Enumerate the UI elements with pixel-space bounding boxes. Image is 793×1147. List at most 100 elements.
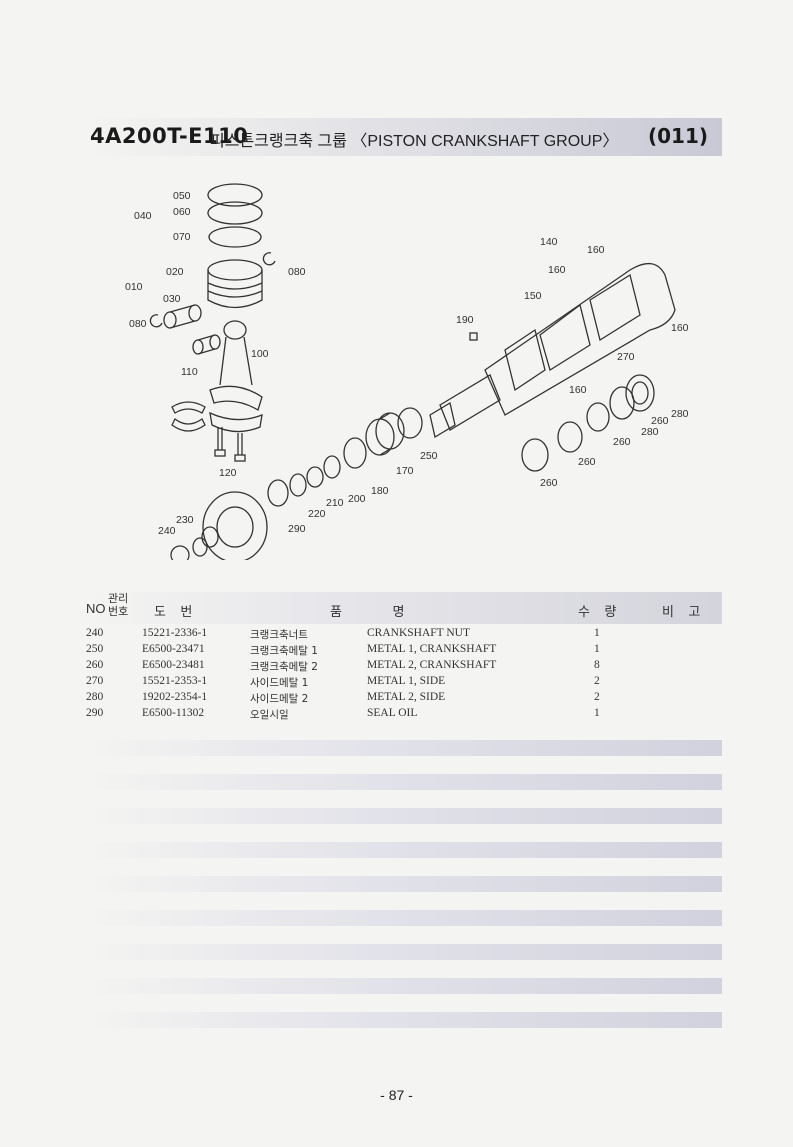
row-part-no: E6500-23471: [142, 643, 205, 655]
collar-200: [323, 455, 341, 479]
row-part-no: E6500-23481: [142, 659, 205, 671]
table-row: 250 E6500-23471 크랭크축메탈 1 METAL 1, CRANKS…: [84, 642, 722, 658]
row-no: 290: [86, 707, 104, 719]
callout: 160: [548, 264, 566, 276]
callout: 260: [540, 477, 558, 489]
table-row: 290 E6500-11302 오일시일 SEAL OIL 1: [84, 706, 722, 722]
callout: 290: [288, 523, 306, 535]
callout: 040: [134, 210, 152, 222]
row-qty: 1: [594, 707, 600, 719]
callout: 260: [578, 456, 596, 468]
callout: 230: [176, 514, 194, 526]
callout: 280: [671, 408, 689, 420]
row-no: 250: [86, 643, 104, 655]
callout: 240: [158, 525, 176, 537]
callout: 210: [326, 497, 344, 509]
callout: 030: [163, 293, 181, 305]
empty-row-stripe: [84, 978, 722, 994]
piston-ring-070: [208, 226, 262, 248]
piston-020: [207, 259, 263, 309]
callout: 160: [587, 244, 605, 256]
empty-row-stripe: [84, 740, 722, 756]
row-name-kr: 크랭크축메탈 2: [250, 661, 318, 673]
callout: 080: [129, 318, 147, 330]
callout: 110: [181, 366, 198, 378]
row-name-en: METAL 2, SIDE: [367, 691, 446, 703]
callout: 070: [173, 231, 191, 243]
row-part-no: 15221-2336-1: [142, 627, 208, 639]
row-no: 240: [86, 627, 104, 639]
parts-table-body: 240 15221-2336-1 크랭크축너트 CRANKSHAFT NUT 1…: [84, 626, 722, 722]
empty-row-stripe: [84, 1012, 722, 1028]
row-name-en: METAL 1, SIDE: [367, 675, 446, 687]
row-name-kr: 크랭크축너트: [250, 629, 308, 641]
row-part-no: E6500-11302: [142, 707, 205, 719]
callout: 020: [166, 266, 184, 278]
row-name-en: METAL 1, CRANKSHAFT: [367, 643, 497, 655]
connecting-rod-100: [209, 320, 263, 411]
page-number: - 87 -: [380, 1087, 413, 1103]
header-qty: 수 량: [578, 604, 617, 619]
side-metal-270-a: [625, 374, 655, 412]
callout: 190: [456, 314, 474, 326]
group-title: 피스톤크랭크축 그룹 〈PISTON CRANKSHAFT GROUP〉: [210, 133, 619, 150]
row-name-kr: 사이드메탈 2: [250, 693, 309, 705]
nut-240: [170, 545, 190, 560]
callout: 120: [219, 467, 237, 479]
rod-bearing-upper: [171, 401, 206, 414]
row-name-kr: 오일시일: [250, 709, 289, 721]
callout: 160: [569, 384, 587, 396]
header-mgmt-line-2: 번호: [108, 606, 129, 618]
main-bearing-260-b: [557, 421, 583, 453]
row-part-no: 15521-2353-1: [142, 675, 208, 687]
rod-bolt-120: [214, 427, 246, 462]
title-bar: 4A200T-E110 피스톤크랭크축 그룹 〈PISTON CRANKSHAF…: [84, 118, 722, 156]
main-bearing-260-c: [521, 438, 549, 472]
table-row: 270 15521-2353-1 사이드메탈 1 METAL 1, SIDE 2: [84, 674, 722, 690]
empty-row-stripe: [84, 774, 722, 790]
bushing-110: [192, 334, 221, 355]
piston-ring-050: [207, 183, 263, 207]
callout: 200: [348, 493, 366, 505]
model-code: 4A200T-E110: [90, 124, 249, 148]
row-part-no: 19202-2354-1: [142, 691, 208, 703]
row-qty: 1: [594, 627, 600, 639]
row-name-kr: 사이드메탈 1: [250, 677, 309, 689]
callout: 100: [251, 348, 269, 360]
empty-row-stripe: [84, 944, 722, 960]
callout: 180: [371, 485, 389, 497]
callout: 050: [173, 190, 191, 202]
callout: 280: [641, 426, 659, 438]
row-no: 260: [86, 659, 104, 671]
callout: 220: [308, 508, 326, 520]
callout: 250: [420, 450, 438, 462]
row-name-en: METAL 2, CRANKSHAFT: [367, 659, 497, 671]
header-name: 품 명: [330, 604, 405, 619]
callout: 260: [613, 436, 631, 448]
callout: 140: [540, 236, 558, 248]
callout: 270: [617, 351, 635, 363]
row-name-kr: 크랭크축메탈 1: [250, 645, 318, 657]
callout: 010: [125, 281, 143, 293]
row-no: 280: [86, 691, 104, 703]
group-code: (011): [647, 124, 708, 148]
empty-row-stripe: [84, 808, 722, 824]
header-no: NO: [86, 601, 106, 616]
row-qty: 1: [594, 643, 600, 655]
snap-ring-080: [262, 252, 276, 266]
row-name-en: CRANKSHAFT NUT: [367, 627, 470, 639]
piston-ring-060: [207, 201, 263, 225]
callout: 080: [288, 266, 306, 278]
table-row: 240 15221-2336-1 크랭크축너트 CRANKSHAFT NUT 1: [84, 626, 722, 642]
empty-row-stripe: [84, 876, 722, 892]
washer: [192, 537, 208, 557]
exploded-parts-diagram: [149, 183, 676, 560]
metal-250: [397, 407, 423, 439]
collar-220: [289, 473, 307, 497]
table-row: 260 E6500-23481 크랭크축메탈 2 METAL 2, CRANKS…: [84, 658, 722, 674]
row-qty: 8: [594, 659, 600, 671]
row-no: 270: [86, 675, 104, 687]
header-mgmt-line-1: 관리: [108, 593, 129, 605]
pulley-230: [201, 491, 268, 560]
o-ring-210: [306, 466, 324, 488]
